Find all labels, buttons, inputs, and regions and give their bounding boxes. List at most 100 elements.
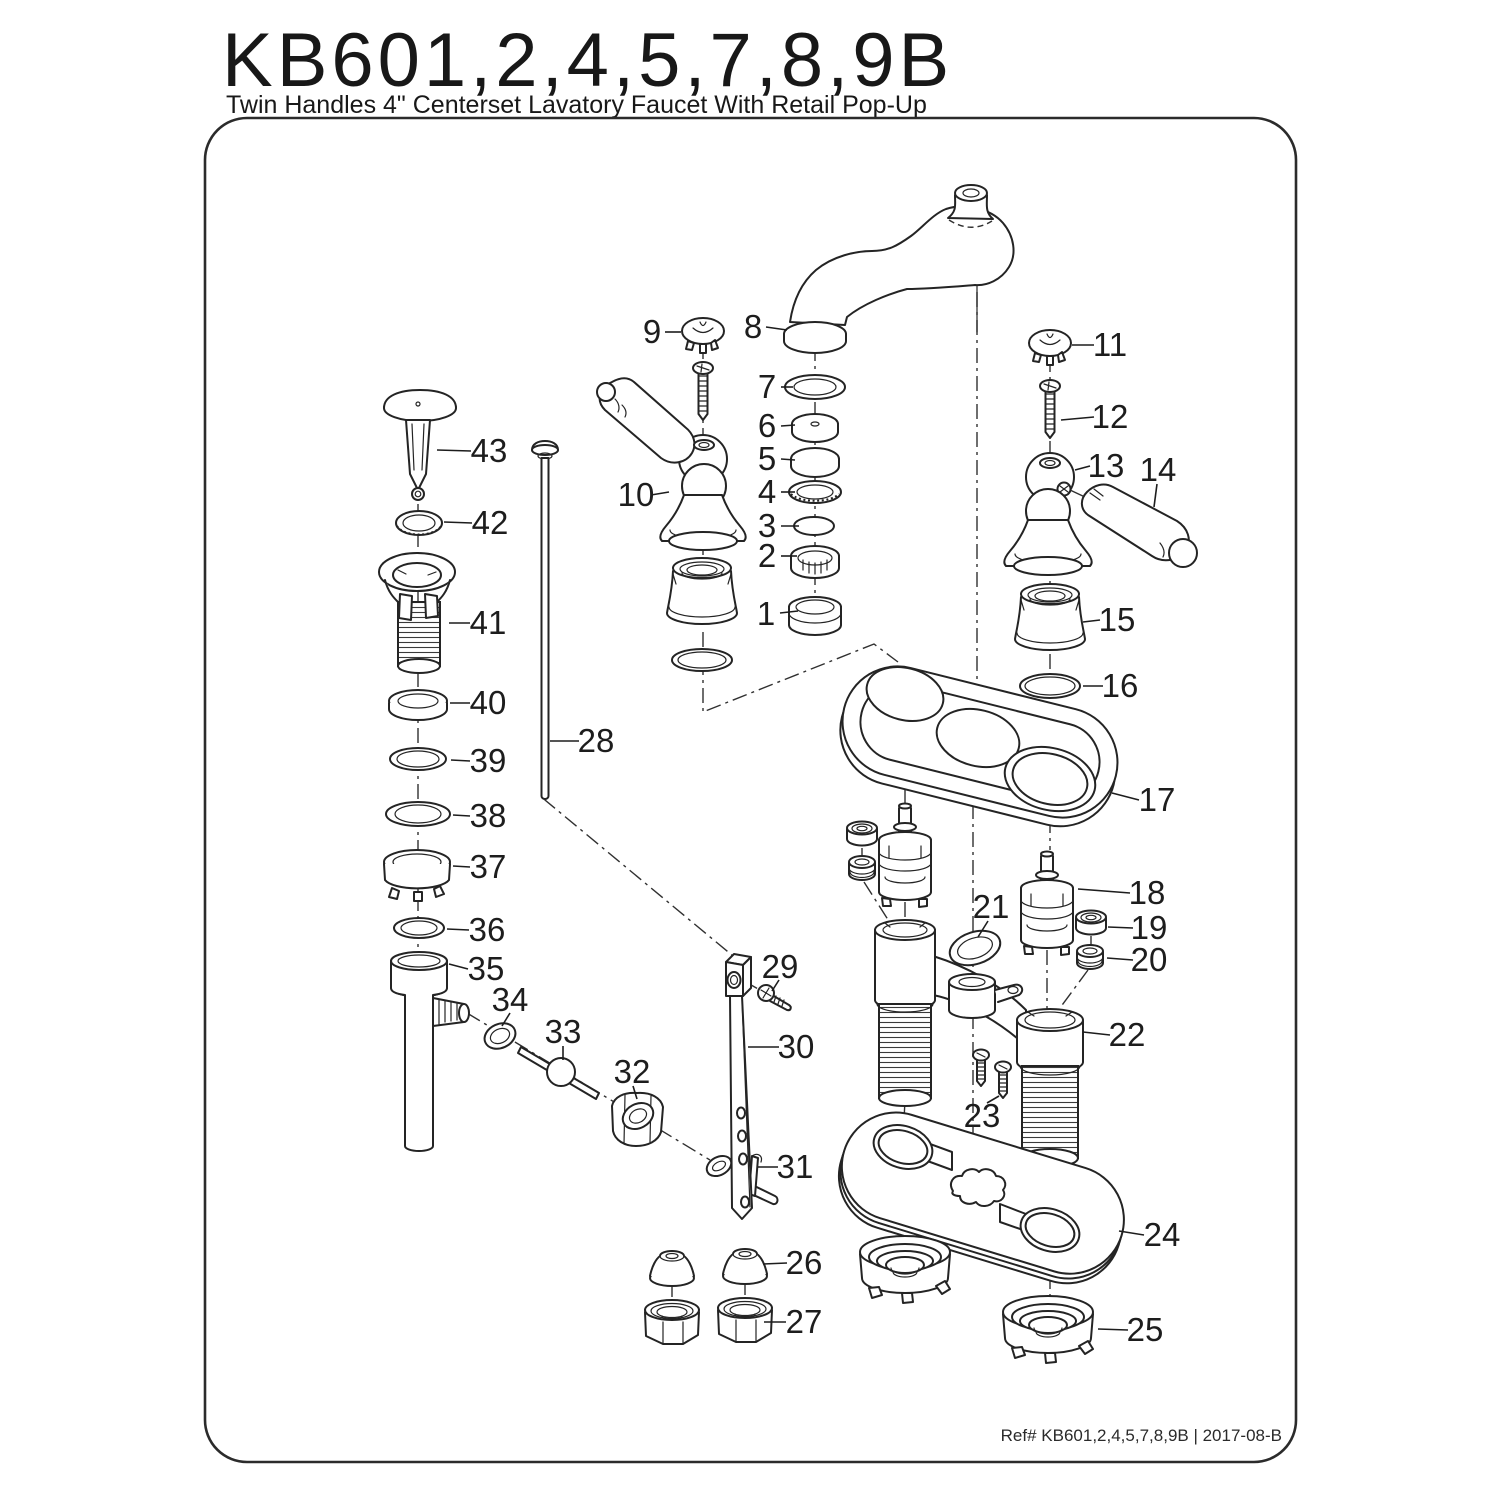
- left-base-ring: [671, 648, 733, 672]
- part-number-2: 2: [758, 537, 776, 574]
- left-handle-assembly: [596, 317, 747, 672]
- part-number-39: 39: [470, 742, 507, 779]
- part-number-17: 17: [1139, 781, 1176, 818]
- popup-drain-assembly: [378, 389, 470, 1152]
- callout-27: 27: [764, 1303, 822, 1340]
- part-number-20: 20: [1131, 941, 1168, 978]
- part-number-11: 11: [1093, 326, 1127, 363]
- callout-28: 28: [550, 722, 614, 759]
- right-shank-threads: [1021, 1065, 1079, 1159]
- part-number-14: 14: [1140, 451, 1177, 488]
- part-number-23: 23: [964, 1097, 1001, 1134]
- callout-36: 36: [446, 911, 506, 948]
- part-number-7: 7: [758, 368, 776, 405]
- left-shank-threads: [878, 1003, 932, 1099]
- callout-29: 29: [762, 948, 798, 992]
- center-clover-hole: [950, 1168, 1007, 1207]
- callout-24: 24: [1118, 1216, 1180, 1253]
- part-number-19: 19: [1131, 909, 1168, 946]
- part-number-3: 3: [758, 507, 776, 544]
- callout-9: 9: [643, 313, 681, 350]
- callout-34: 34: [492, 981, 529, 1027]
- callout-42: 42: [443, 504, 508, 541]
- callout-10: 10: [618, 476, 670, 513]
- left-locknut: [859, 1235, 951, 1304]
- spout-body: [789, 205, 1015, 326]
- right-handle-skirt: [1003, 519, 1093, 567]
- part-number-1: 1: [757, 595, 775, 632]
- part-number-34: 34: [492, 981, 529, 1018]
- doc-subtitle: Twin Handles 4" Centerset Lavatory Fauce…: [226, 91, 927, 119]
- left-keyhole: [877, 1129, 929, 1165]
- callout-22: 22: [1082, 1016, 1146, 1053]
- ref-number: Ref# KB601,2,4,5,7,8,9B | 2017-08-B: [1001, 1426, 1282, 1445]
- callout-19: 19: [1107, 909, 1168, 946]
- spout-assembly: [783, 184, 1015, 354]
- part-number-43: 43: [471, 432, 508, 469]
- callout-7: 7: [758, 368, 793, 405]
- part-number-21: 21: [973, 888, 1010, 925]
- aerator-stack: [784, 374, 846, 636]
- right-keyhole: [1024, 1212, 1076, 1248]
- spout-tip: [947, 194, 994, 220]
- callout-18: 18: [1077, 874, 1166, 911]
- part-number-38: 38: [470, 797, 507, 834]
- supply-nuts: [644, 1297, 773, 1345]
- part-number-33: 33: [545, 1013, 582, 1050]
- callout-12: 12: [1060, 398, 1129, 435]
- callout-20: 20: [1106, 941, 1168, 978]
- right-lever-button: [1168, 538, 1198, 568]
- deck-plate-left-hole: [865, 666, 945, 722]
- part-number-41: 41: [470, 604, 507, 641]
- part-number-10: 10: [618, 476, 655, 513]
- right-handle-screw: [1039, 379, 1061, 439]
- part-number-12: 12: [1092, 398, 1129, 435]
- callout-21: 21: [973, 888, 1010, 938]
- callout-5: 5: [758, 440, 796, 477]
- diagram-border: [203, 116, 1298, 1464]
- locknut: [1002, 1295, 1094, 1364]
- bonnet-ring: [1019, 673, 1081, 699]
- callout-40: 40: [450, 684, 506, 721]
- left-handle-screw: [692, 361, 714, 421]
- callout-23: 23: [964, 1095, 1001, 1134]
- body-ear: [994, 983, 1024, 1003]
- callout-31: 31: [758, 1148, 813, 1185]
- lift-rod: [531, 440, 559, 800]
- callout-39: 39: [450, 742, 507, 779]
- left-handle-lever: [598, 377, 696, 464]
- callout-33: 33: [545, 1013, 582, 1060]
- callout-41: 41: [449, 604, 506, 641]
- part-number-22: 22: [1109, 1016, 1146, 1053]
- deck-plate-center-hole: [935, 707, 1021, 769]
- deck-plate-right-hole: [1011, 752, 1089, 806]
- supply-cones: [649, 1248, 768, 1287]
- part-number-40: 40: [470, 684, 507, 721]
- part-number-28: 28: [578, 722, 615, 759]
- callout-37: 37: [452, 848, 507, 885]
- part-number-36: 36: [469, 911, 506, 948]
- part-number-37: 37: [470, 848, 507, 885]
- callout-30: 30: [748, 1028, 814, 1065]
- callout-13: 13: [1074, 447, 1124, 484]
- part-number-26: 26: [786, 1244, 823, 1281]
- callout-43: 43: [436, 432, 508, 469]
- callout-15: 15: [1082, 601, 1135, 638]
- callout-8: 8: [744, 308, 788, 345]
- callout-32: 32: [614, 1053, 650, 1100]
- left-handle-skirt: [659, 494, 747, 542]
- mounting-screw-1: [972, 1048, 990, 1087]
- part-number-18: 18: [1129, 874, 1166, 911]
- mounting-screw-2: [994, 1060, 1012, 1099]
- part-number-25: 25: [1127, 1311, 1164, 1348]
- rod-end-loop: [705, 1154, 733, 1178]
- pivot-ring: [483, 1022, 517, 1050]
- lift-strap: [725, 953, 753, 1220]
- cartridge: [1020, 850, 1074, 956]
- left-lever-tip: [596, 382, 616, 402]
- callout-14: 14: [1140, 451, 1177, 508]
- callout-3: 3: [758, 507, 799, 544]
- pivot-ball: [546, 1057, 576, 1087]
- part-number-6: 6: [758, 407, 776, 444]
